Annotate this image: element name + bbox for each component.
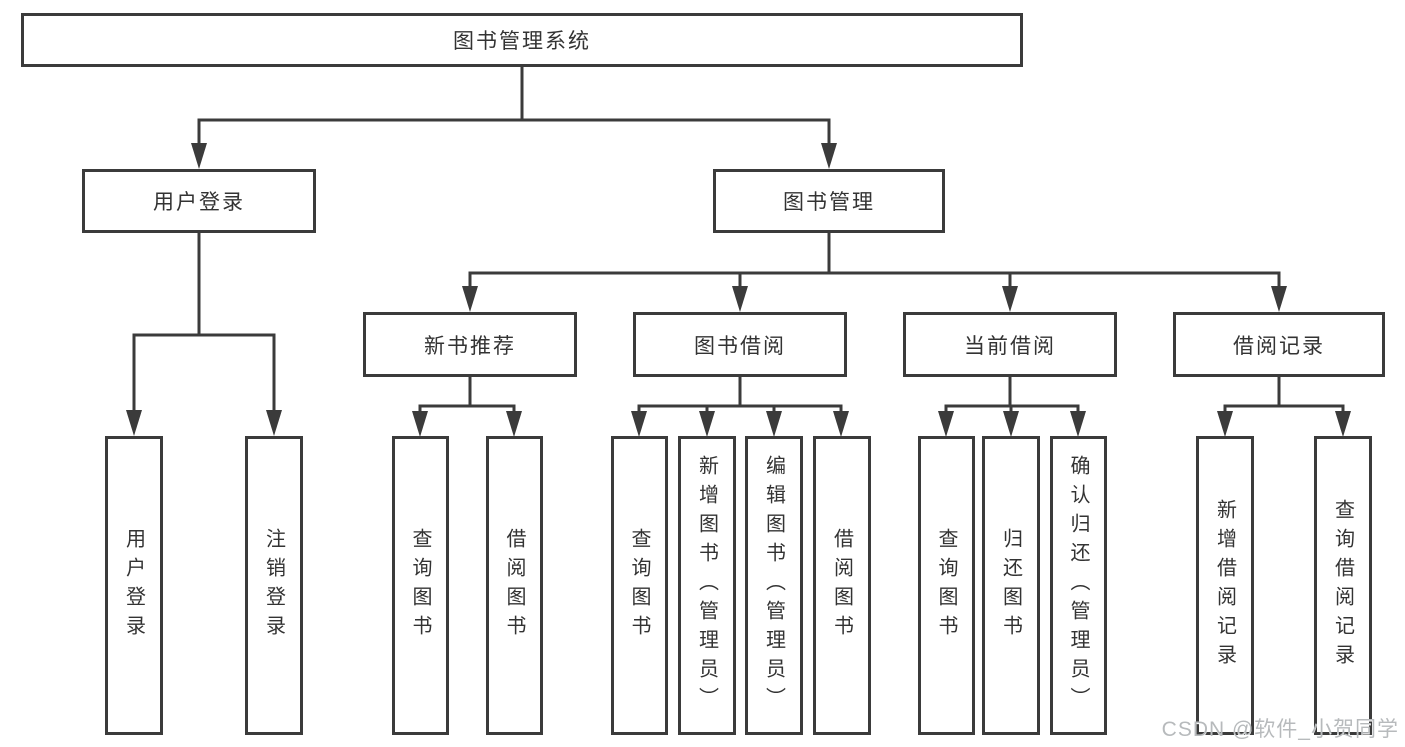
node-label: 新增借阅记录 — [1213, 498, 1236, 673]
arrow-down-icons — [126, 143, 1351, 437]
node-label: 查询图书 — [935, 527, 957, 644]
node-label: 查询图书 — [628, 527, 650, 644]
node-query-books-current: 查询图书 — [918, 436, 975, 735]
node-user-login: 用户登录 — [105, 436, 163, 735]
node-label: 新增图书（管理员） — [695, 455, 718, 716]
node-label: 借阅记录 — [1233, 334, 1325, 358]
node-label: 图书管理 — [783, 191, 875, 214]
node-label: 图书借阅 — [694, 334, 786, 358]
node-library-management-system: 图书管理系统 — [21, 13, 1023, 67]
node-add-borrowing-record: 新增借阅记录 — [1196, 436, 1254, 735]
node-label: 注销登录 — [262, 527, 285, 644]
node-edit-books-admin: 编辑图书（管理员） — [745, 436, 803, 735]
node-label: 借阅图书 — [830, 527, 853, 644]
node-logout-login: 注销登录 — [245, 436, 303, 735]
node-label: 当前借阅 — [964, 334, 1056, 358]
node-new-book-recommendation: 新书推荐 — [363, 312, 577, 377]
node-query-books-recommend: 查询图书 — [392, 436, 449, 735]
connector-lines — [132, 65, 1345, 422]
node-label: 确认归还（管理员） — [1067, 455, 1089, 716]
node-confirm-return-admin: 确认归还（管理员） — [1050, 436, 1107, 735]
node-user-login-group: 用户登录 — [82, 169, 316, 233]
watermark-text: CSDN @软件_小贺同学 — [1161, 718, 1399, 741]
node-query-borrowing-record: 查询借阅记录 — [1314, 436, 1372, 735]
node-query-books-borrowing: 查询图书 — [611, 436, 668, 735]
node-current-borrowing: 当前借阅 — [903, 312, 1117, 377]
node-label: 查询图书 — [409, 527, 431, 644]
node-label: 图书管理系统 — [453, 30, 591, 53]
node-add-books-admin: 新增图书（管理员） — [678, 436, 736, 735]
node-return-books: 归还图书 — [982, 436, 1040, 735]
node-borrowing-records: 借阅记录 — [1173, 312, 1385, 377]
node-label: 归还图书 — [999, 527, 1022, 644]
node-label: 用户登录 — [153, 191, 245, 214]
node-borrow-books-borrowing: 借阅图书 — [813, 436, 871, 735]
node-label: 编辑图书（管理员） — [762, 455, 785, 716]
node-label: 用户登录 — [122, 527, 145, 644]
node-label: 借阅图书 — [503, 527, 525, 644]
node-label: 新书推荐 — [424, 334, 516, 358]
node-label: 查询借阅记录 — [1331, 498, 1354, 673]
node-borrow-books-recommend: 借阅图书 — [486, 436, 543, 735]
node-book-management: 图书管理 — [713, 169, 945, 233]
node-book-borrowing: 图书借阅 — [633, 312, 847, 377]
